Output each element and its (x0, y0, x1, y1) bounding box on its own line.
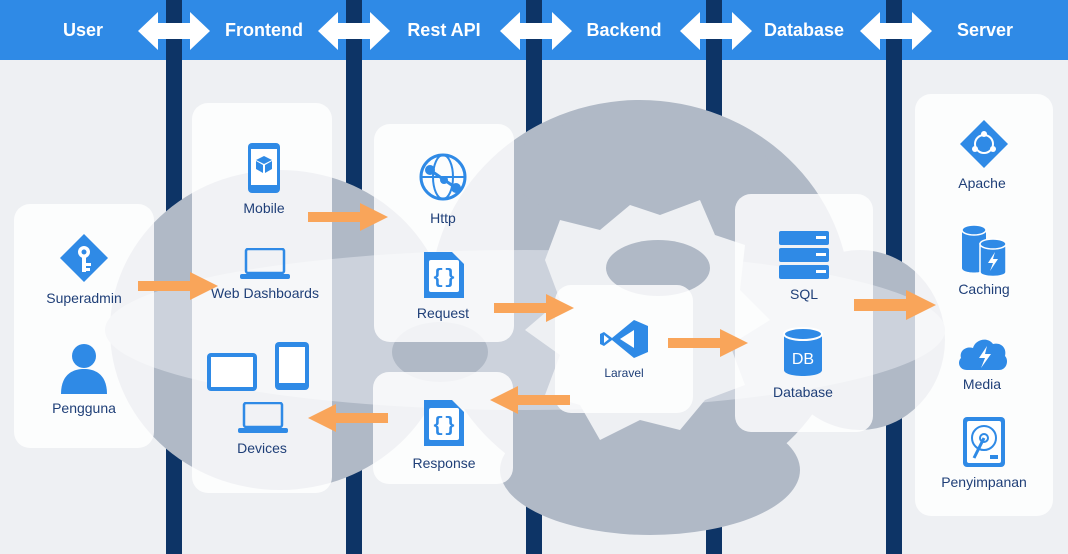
double-arrow-icon (138, 12, 210, 50)
web-dashboards-label: Web Dashboards (211, 285, 319, 301)
header-frontend: Frontend (182, 0, 346, 60)
flow-arrow-right (138, 272, 218, 300)
double-arrow-icon (500, 12, 572, 50)
double-arrow-icon (680, 12, 752, 50)
flow-arrow-right (668, 329, 748, 357)
request-label: Request (416, 305, 470, 321)
code-braces-icon: {} (424, 400, 464, 446)
db-glyph: DB (792, 351, 814, 368)
phone-icon (275, 342, 309, 390)
flow-arrow-left (490, 386, 570, 414)
http-label: Http (430, 210, 456, 226)
response-label: Response (412, 455, 476, 471)
caching-label: Caching (958, 281, 1010, 297)
devices-label: Devices (237, 440, 287, 456)
user-icon (61, 344, 107, 394)
flow-arrow-right (494, 294, 574, 322)
laptop-icon (240, 248, 290, 279)
hard-drive-icon (963, 417, 1005, 467)
apache-label: Apache (958, 175, 1006, 191)
svg-text:{}: {} (432, 415, 456, 438)
media-label: Media (962, 376, 1002, 392)
database-label: Database (773, 384, 833, 400)
header-rest-api: Rest API (362, 0, 526, 60)
key-diamond-icon (60, 234, 108, 282)
header-user: User (0, 0, 166, 60)
visual-studio-logo-icon (600, 320, 648, 358)
sql-label: SQL (789, 286, 819, 302)
mobile-phone-icon (248, 143, 280, 193)
network-diamond-icon (960, 120, 1008, 168)
tablet-icon (207, 353, 257, 391)
svg-text:{}: {} (432, 267, 456, 290)
flow-arrow-right (308, 203, 388, 231)
mobile-label: Mobile (243, 200, 285, 216)
superadmin-label: Superadmin (46, 290, 122, 306)
database-cylinder-icon: DB (783, 327, 823, 376)
double-arrow-icon (318, 12, 390, 50)
double-arrow-icon (860, 12, 932, 50)
cache-database-icon (961, 224, 1007, 276)
server-stack-icon (779, 231, 829, 279)
flow-arrow-right (854, 290, 936, 320)
laptop-icon (238, 402, 288, 433)
pengguna-label: Pengguna (52, 400, 116, 416)
rest-request-panel (374, 124, 514, 342)
flow-arrow-left (308, 404, 388, 432)
globe-network-icon (419, 153, 467, 201)
penyimpanan-label: Penyimpanan (941, 474, 1027, 490)
laravel-label: Laravel (604, 366, 644, 380)
cloud-lightning-icon (959, 339, 1007, 370)
code-braces-icon: {} (424, 252, 464, 298)
